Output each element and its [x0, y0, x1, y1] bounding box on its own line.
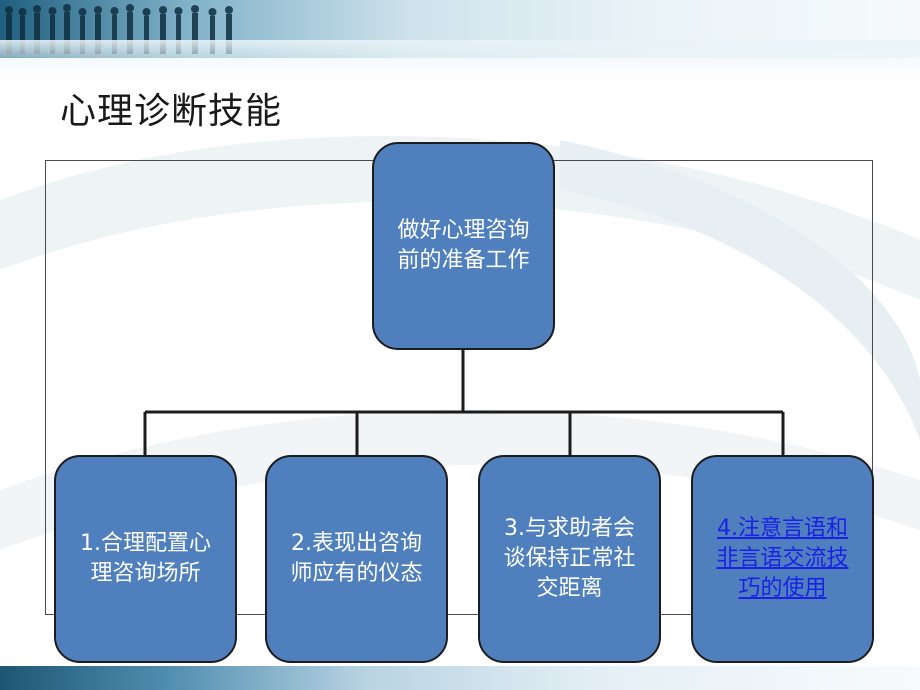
child-node-4-link[interactable]: 4.注意言语和非言语交流技巧的使用: [716, 516, 849, 601]
root-node: 做好心理咨询前的准备工作: [372, 142, 555, 350]
child-node-2: 2.表现出咨询师应有的仪态: [265, 455, 448, 663]
slide-title: 心理诊断技能: [60, 91, 283, 132]
child-node-4[interactable]: 4.注意言语和非言语交流技巧的使用: [691, 455, 874, 663]
root-node-label: 做好心理咨询前的准备工作: [397, 218, 530, 273]
people-silhouette-graphic: [5, 4, 233, 54]
child-node-3: 3.与求助者会谈保持正常社交距离: [478, 455, 661, 663]
child-node-1: 1.合理配置心理咨询场所: [54, 455, 237, 663]
child-node-3-label: 3.与求助者会谈保持正常社交距离: [503, 516, 636, 601]
child-node-2-label: 2.表现出咨询师应有的仪态: [290, 531, 423, 586]
background-swoosh: [0, 135, 920, 550]
child-node-1-label: 1.合理配置心理咨询场所: [80, 531, 211, 586]
header-fade: [0, 40, 920, 80]
footer-banner: [0, 666, 920, 690]
